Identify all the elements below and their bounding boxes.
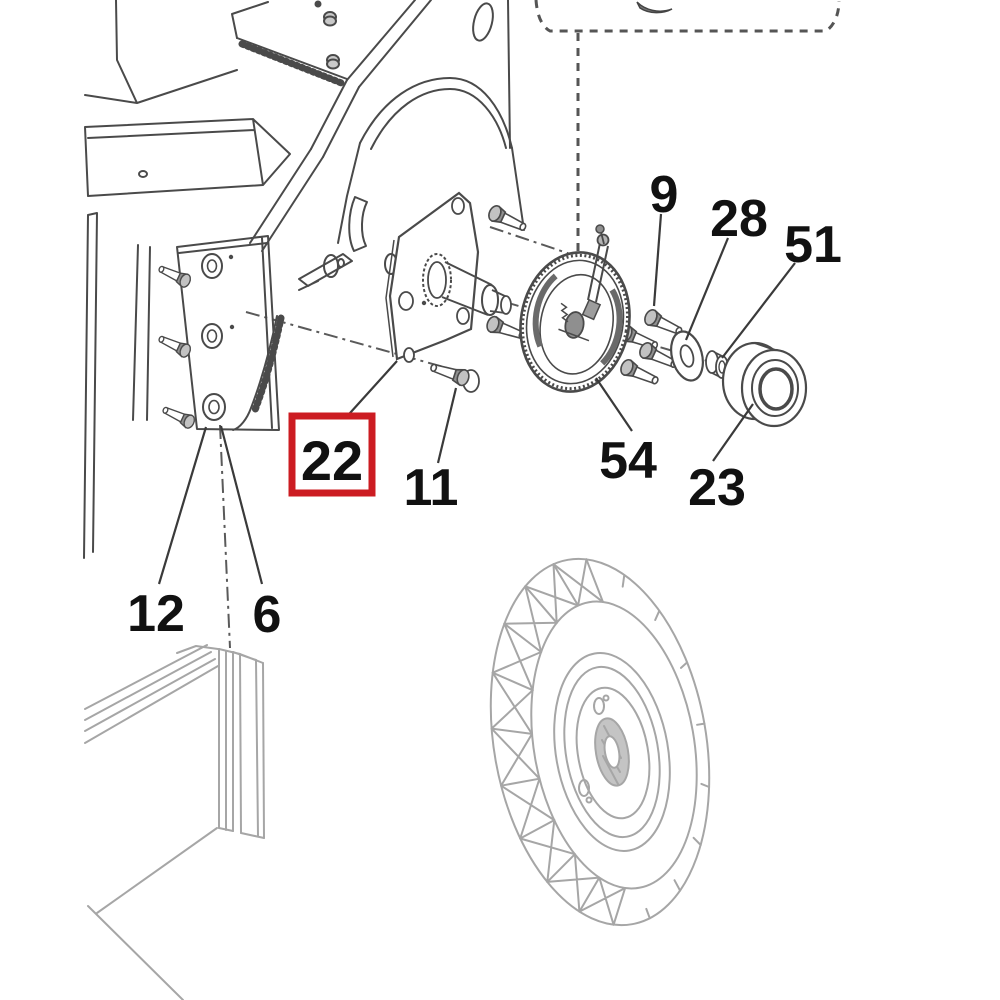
- balloon-part-fragment: [636, 1, 673, 14]
- washer: [670, 330, 704, 382]
- leader-12: [157, 426, 208, 585]
- callout-12: 12: [127, 585, 185, 643]
- highlight-box-22: [288, 412, 376, 497]
- bracket-screws: [155, 253, 235, 431]
- tire: [489, 557, 711, 927]
- callout-22: 22: [301, 429, 363, 492]
- callout-11: 11: [404, 459, 459, 517]
- leader-54: [595, 377, 633, 432]
- brake-backing-plate: [519, 224, 631, 393]
- leader-6: [219, 425, 264, 585]
- callout-23: 23: [688, 459, 746, 517]
- hub-shaft: [422, 253, 512, 316]
- callout-labels: 9 28 51 22 11 54 23 12 6: [127, 166, 842, 644]
- leader-11: [436, 387, 458, 464]
- bearing-cup: [721, 341, 808, 428]
- callout-51: 51: [784, 216, 842, 274]
- machine-frame: [83, 0, 525, 559]
- leader-lines: [157, 213, 796, 585]
- frame-rails: [84, 644, 219, 744]
- leader-28: [684, 237, 730, 341]
- callout-28: 28: [710, 190, 768, 248]
- channel-bar: [87, 648, 265, 1000]
- leader-23: [712, 403, 754, 462]
- callout-6: 6: [253, 586, 282, 644]
- callout-54: 54: [599, 432, 657, 490]
- axis-line-bracket: [219, 424, 231, 649]
- detail-balloon-dashed: [534, 0, 841, 252]
- callout-9: 9: [650, 166, 679, 224]
- mounting-bolts: [427, 203, 686, 393]
- leader-9: [652, 213, 663, 307]
- leader-51: [721, 262, 796, 359]
